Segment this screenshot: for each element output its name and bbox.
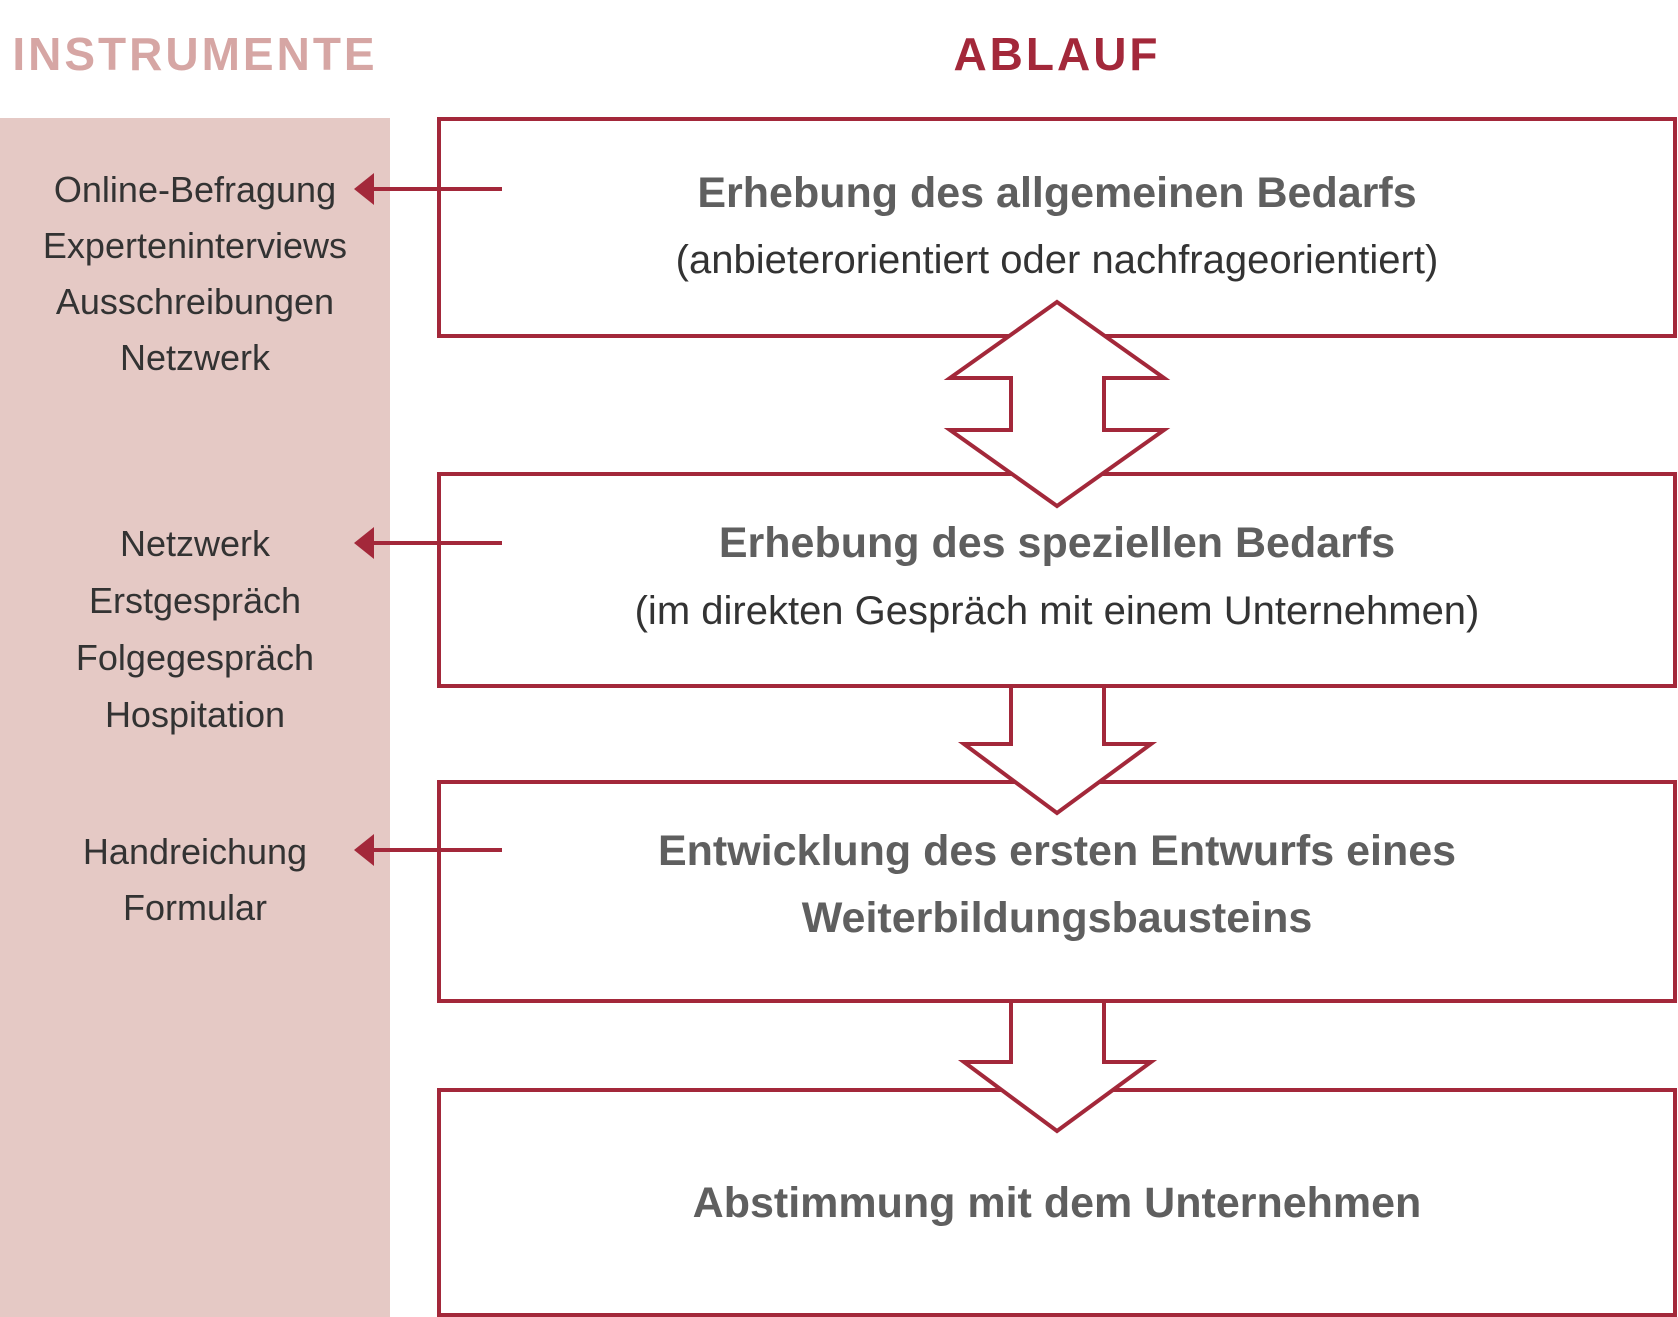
process-header: ABLAUF (953, 28, 1160, 80)
instrument-item: Hospitation (105, 694, 285, 735)
instrument-group-3: Handreichung Formular (83, 831, 307, 928)
bidirectional-arrow-1-2 (943, 299, 1171, 509)
down-arrow-3-4 (957, 999, 1158, 1134)
step-3-title-line-2: Weiterbildungsbausteins (802, 894, 1313, 942)
instrument-item: Formular (123, 887, 267, 928)
instrument-group-2: Netzwerk Erstgespräch Folgegespräch Hosp… (76, 523, 314, 735)
instrument-pointer-1 (354, 173, 502, 205)
instrument-item: Netzwerk (120, 523, 271, 564)
step-2-title: Erhebung des speziellen Bedarfs (719, 519, 1395, 567)
instrument-item: Ausschreibungen (56, 281, 334, 322)
instruments-panel (0, 118, 390, 1317)
instrument-item: Erstgespräch (89, 580, 301, 621)
down-arrow-2-3 (957, 684, 1158, 816)
step-1-title: Erhebung des allgemeinen Bedarfs (697, 169, 1416, 217)
step-4-title: Abstimmung mit dem Unternehmen (693, 1179, 1422, 1227)
step-box-3 (437, 780, 1677, 1003)
instrument-pointer-2 (354, 527, 502, 559)
step-3-title-line-1: Entwicklung des ersten Entwurfs eines (658, 827, 1456, 875)
instrument-item: Folgegespräch (76, 637, 314, 678)
instrument-item: Netzwerk (120, 337, 271, 378)
instruments-header: INSTRUMENTE (12, 28, 377, 80)
instrument-group-1: Online-Befragung Experteninterviews Auss… (43, 169, 347, 378)
instrument-pointer-3 (354, 834, 502, 866)
instrument-item: Experteninterviews (43, 225, 347, 266)
step-1-subtitle: (anbieterorientiert oder nachfrageorient… (676, 238, 1439, 282)
step-2-subtitle: (im direkten Gespräch mit einem Unterneh… (635, 589, 1480, 633)
instrument-item: Handreichung (83, 831, 307, 872)
instrument-item: Online-Befragung (54, 169, 336, 210)
